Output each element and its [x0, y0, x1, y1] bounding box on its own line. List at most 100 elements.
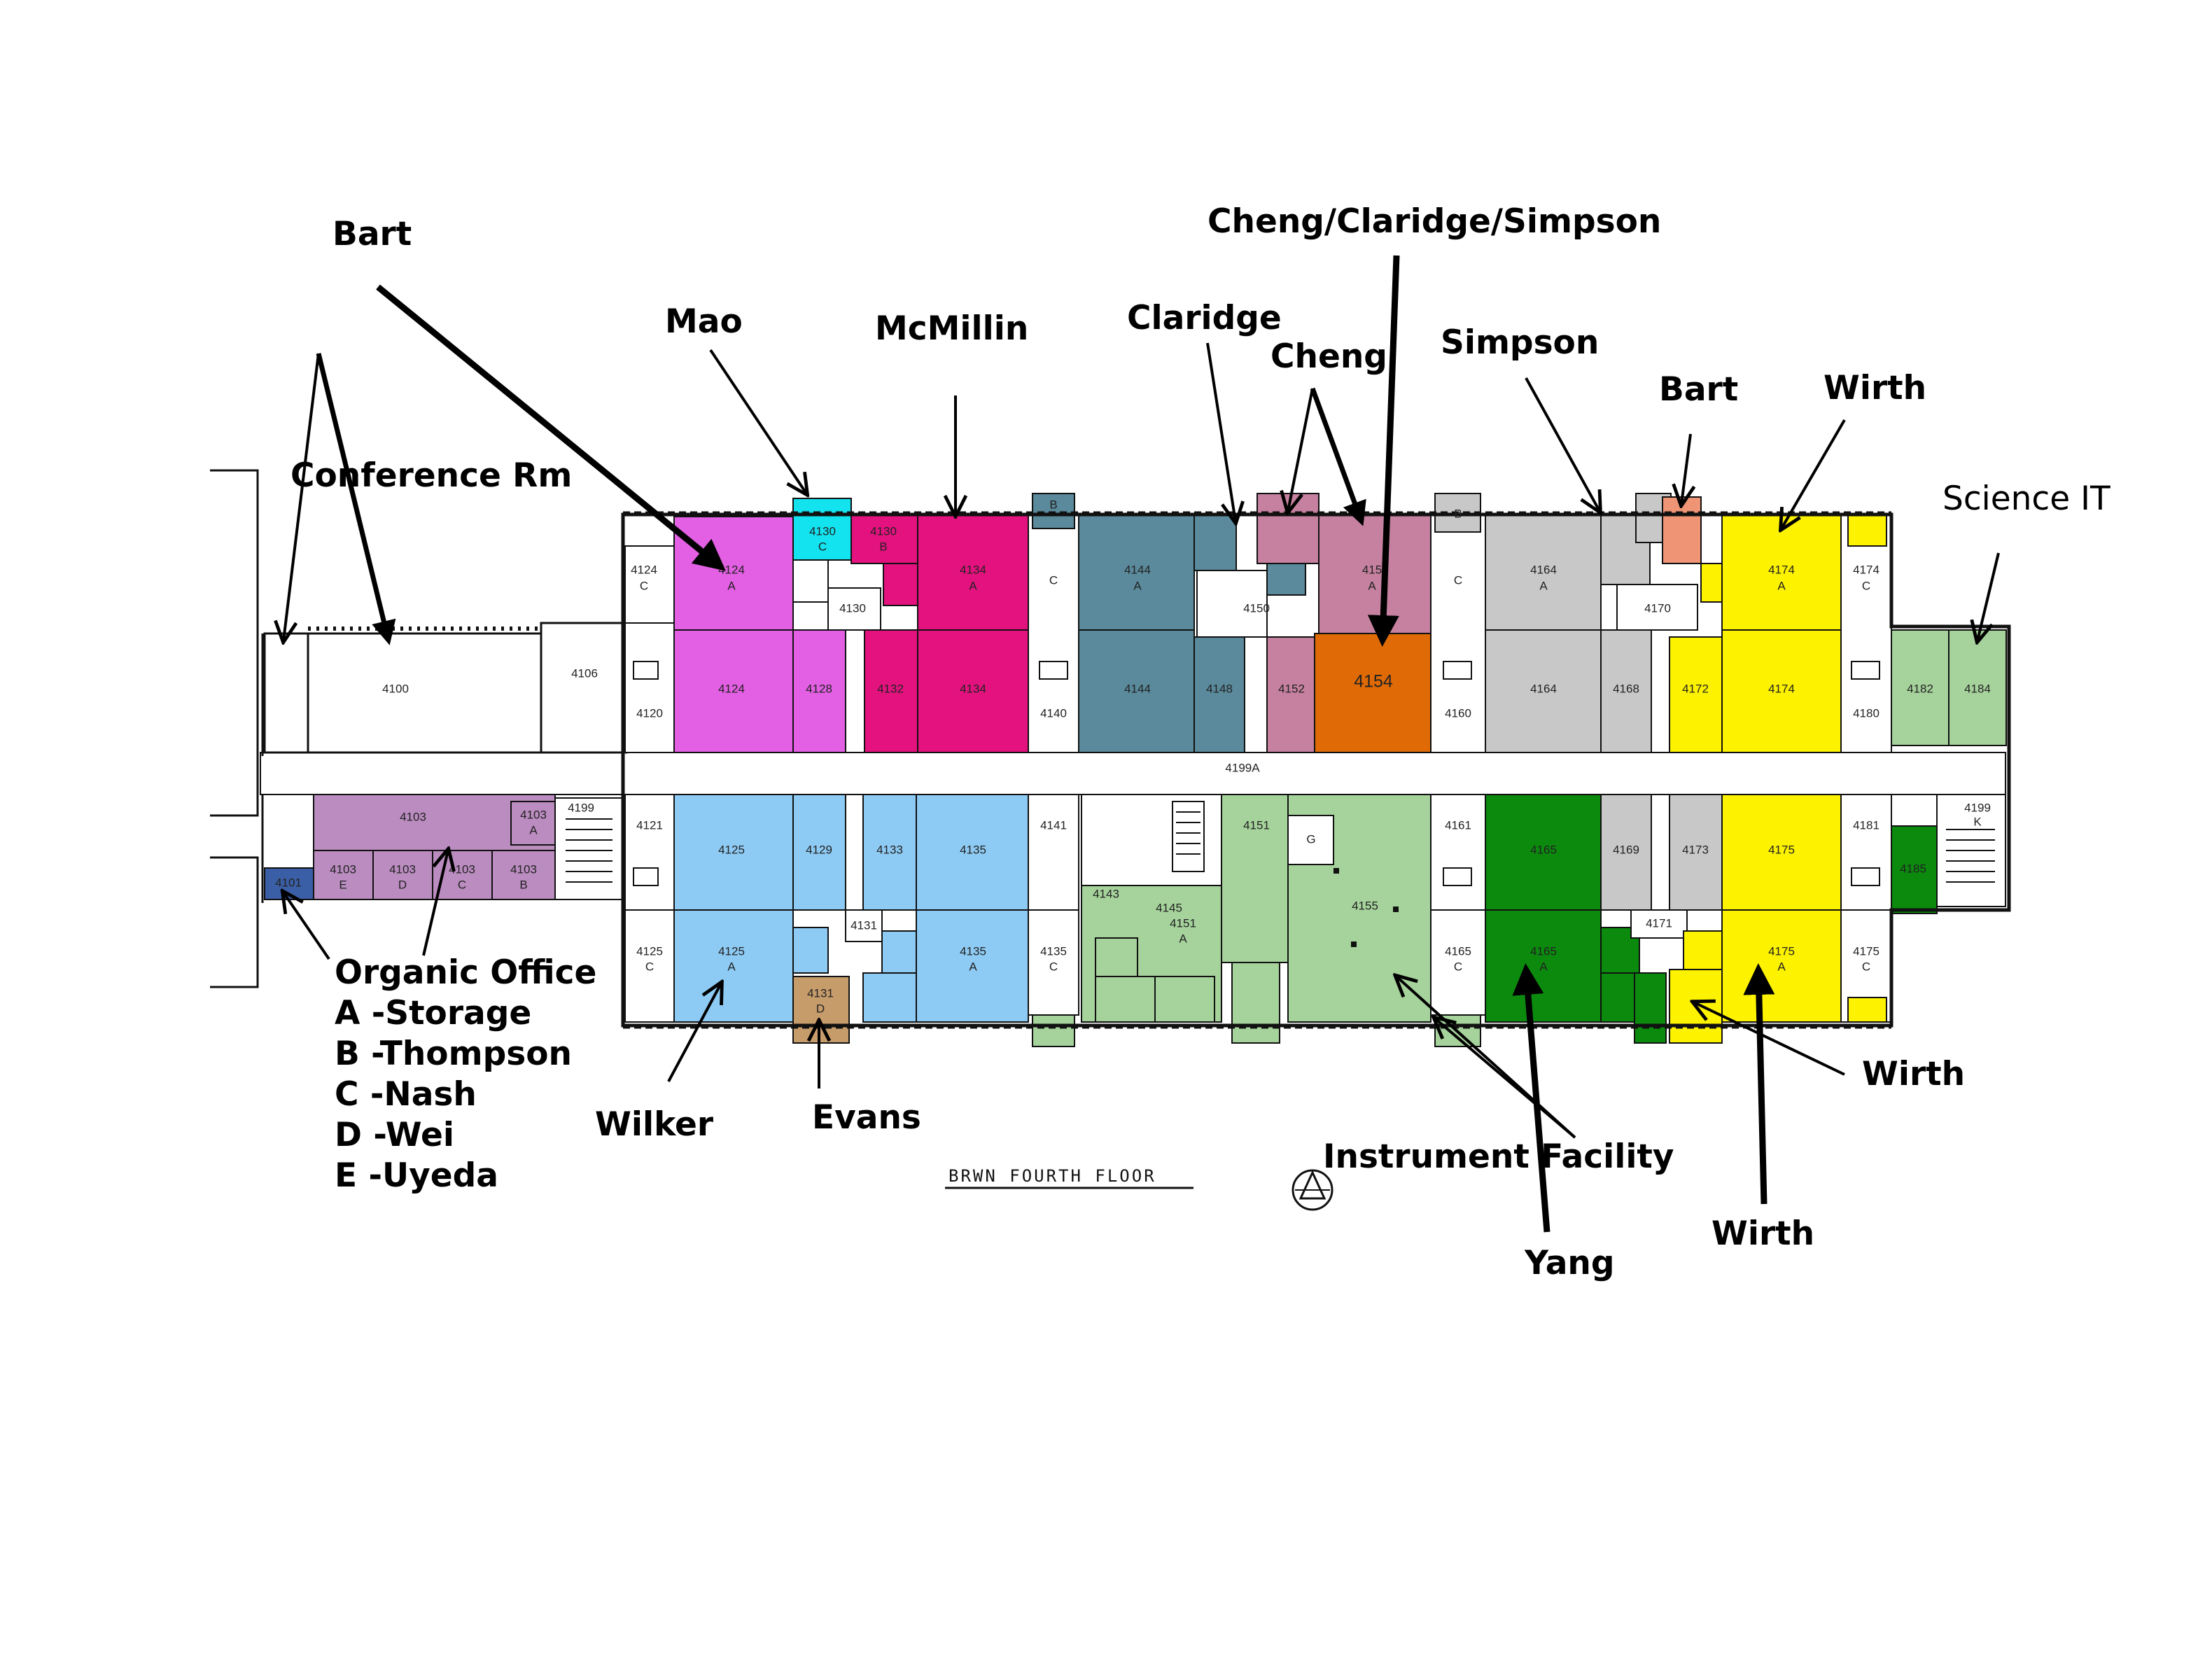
room-4140[interactable]	[1028, 514, 1079, 753]
room-4151[interactable]	[1221, 794, 1289, 963]
label-b-4160: B	[1454, 507, 1462, 520]
room-4174[interactable]	[1721, 629, 1842, 753]
label-4103e: 4103	[330, 862, 356, 876]
arrow-claridge	[1206, 342, 1236, 522]
label-4170: 4170	[1644, 601, 1671, 615]
room-4182[interactable]	[1891, 629, 1949, 746]
callout-wirth-mid: Wirth	[1862, 1055, 1965, 1093]
label-g: G	[1306, 832, 1315, 846]
label-4125c-sub: C	[645, 960, 654, 973]
room-4175a[interactable]	[1721, 909, 1842, 1023]
room-4180[interactable]	[1840, 514, 1892, 753]
label-4129: 4129	[806, 843, 832, 856]
label-4171: 4171	[1646, 916, 1672, 930]
room-4130[interactable]	[827, 587, 881, 631]
room-4128[interactable]	[792, 629, 846, 753]
label-4151: 4151	[1243, 818, 1270, 832]
room-4170d[interactable]	[1662, 496, 1702, 564]
room-4152[interactable]	[1266, 636, 1315, 753]
room-4131[interactable]	[845, 909, 883, 942]
room-4172[interactable]	[1669, 636, 1723, 753]
room-4148[interactable]	[1194, 636, 1245, 753]
room-4132[interactable]	[864, 629, 918, 753]
label-4106: 4106	[571, 666, 598, 680]
arrow-bart-left	[376, 284, 726, 571]
arrow-wirth-bottom	[1743, 963, 1775, 1205]
room-4106[interactable]	[540, 622, 628, 754]
room-4129[interactable]	[792, 794, 846, 911]
label-4199a: 4199A	[1225, 761, 1260, 774]
label-4103c-sub: C	[458, 878, 466, 891]
label-4174a-sub: A	[1777, 579, 1786, 592]
label-4103b: 4103	[510, 862, 537, 876]
room-4185[interactable]	[1891, 825, 1938, 914]
room-4103e[interactable]	[313, 850, 374, 900]
left-wall-lower	[210, 856, 259, 988]
room-4124a[interactable]	[673, 516, 794, 631]
arrow-cheng-a	[1288, 388, 1314, 511]
label-4181: 4181	[1853, 818, 1879, 832]
room-4134[interactable]	[917, 629, 1029, 753]
room-4103a[interactable]	[510, 801, 556, 846]
label-4175a-sub: A	[1777, 960, 1786, 973]
label-4165c: 4165	[1445, 944, 1471, 958]
label-4144a: 4144	[1124, 563, 1151, 576]
label-4125c: 4125	[636, 944, 663, 958]
label-4199h: 4199	[568, 801, 594, 814]
label-b-4140: B	[1049, 498, 1057, 511]
label-4173: 4173	[1682, 843, 1709, 856]
legend-item: D -Wei	[335, 1116, 454, 1154]
callout-evans: Evans	[812, 1098, 921, 1137]
room-4130b[interactable]	[850, 514, 918, 564]
room-4103d[interactable]	[372, 850, 433, 900]
label-4182: 4182	[1907, 682, 1933, 695]
room-4170[interactable]	[1616, 584, 1698, 631]
room-4161[interactable]	[1430, 794, 1486, 911]
room-4124c[interactable]	[624, 545, 675, 624]
room-4135a[interactable]	[916, 909, 1029, 1023]
room-4181[interactable]	[1840, 794, 1892, 911]
label-4164: 4164	[1530, 682, 1557, 695]
room-4171[interactable]	[1630, 909, 1688, 939]
room-4165[interactable]	[1485, 794, 1602, 911]
room-4124[interactable]	[673, 629, 794, 753]
arrow-yang	[1512, 963, 1550, 1233]
room-4125[interactable]	[673, 794, 794, 911]
label-4103c: 4103	[449, 862, 475, 876]
callout-cheng: Cheng	[1270, 337, 1387, 376]
room-4168[interactable]	[1600, 629, 1652, 753]
callout-science-it: Science IT	[1942, 479, 2110, 518]
room-4154[interactable]	[1314, 633, 1432, 753]
room-4169[interactable]	[1600, 794, 1652, 911]
label-4103a: 4103	[520, 808, 547, 821]
room-4144[interactable]	[1078, 629, 1195, 753]
room-4141[interactable]	[1028, 794, 1079, 911]
room-4164a[interactable]	[1485, 514, 1602, 631]
label-4151a-sub: A	[1179, 932, 1187, 945]
label-4168: 4168	[1613, 682, 1639, 695]
room-4184[interactable]	[1948, 629, 2007, 746]
room-4175[interactable]	[1721, 794, 1842, 911]
label-4148: 4148	[1206, 682, 1233, 695]
room-4164[interactable]	[1485, 629, 1602, 753]
label-c-4160: C	[1454, 573, 1462, 587]
label-4130b: 4130	[870, 524, 897, 538]
label-4103d-sub: D	[398, 878, 407, 891]
label-4175c: 4175	[1853, 944, 1879, 958]
room-4121[interactable]	[624, 794, 675, 911]
room-4120[interactable]	[624, 622, 675, 753]
room-4144a[interactable]	[1078, 514, 1195, 631]
label-4164a-sub: A	[1539, 579, 1548, 592]
arrow-wilker	[667, 983, 721, 1082]
arrow-wirth-top	[1782, 419, 1846, 528]
legend-heading: Organic Office	[335, 953, 596, 992]
arrow-wirth-mid	[1694, 1002, 1845, 1076]
label-4131: 4131	[850, 918, 877, 932]
room-4103b[interactable]	[491, 850, 556, 900]
label-4144: 4144	[1124, 682, 1151, 695]
label-4130b-sub: B	[879, 540, 887, 553]
room-4150[interactable]	[1196, 570, 1268, 638]
room-4134a[interactable]	[917, 514, 1029, 631]
main-corridor	[260, 752, 2006, 795]
label-4124a-sub: A	[727, 579, 736, 592]
